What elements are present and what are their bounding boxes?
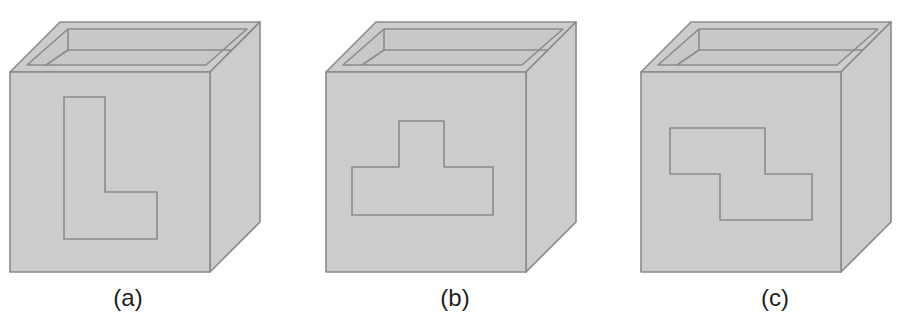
t-shape [352,121,493,215]
open-box [326,22,576,272]
z-shape [670,128,812,220]
panel-label: (a) [113,284,142,312]
panel-label: (b) [440,284,469,312]
l-shape [64,97,157,239]
open-box [10,22,260,272]
open-box [641,22,891,272]
panel-label: (c) [761,284,789,312]
